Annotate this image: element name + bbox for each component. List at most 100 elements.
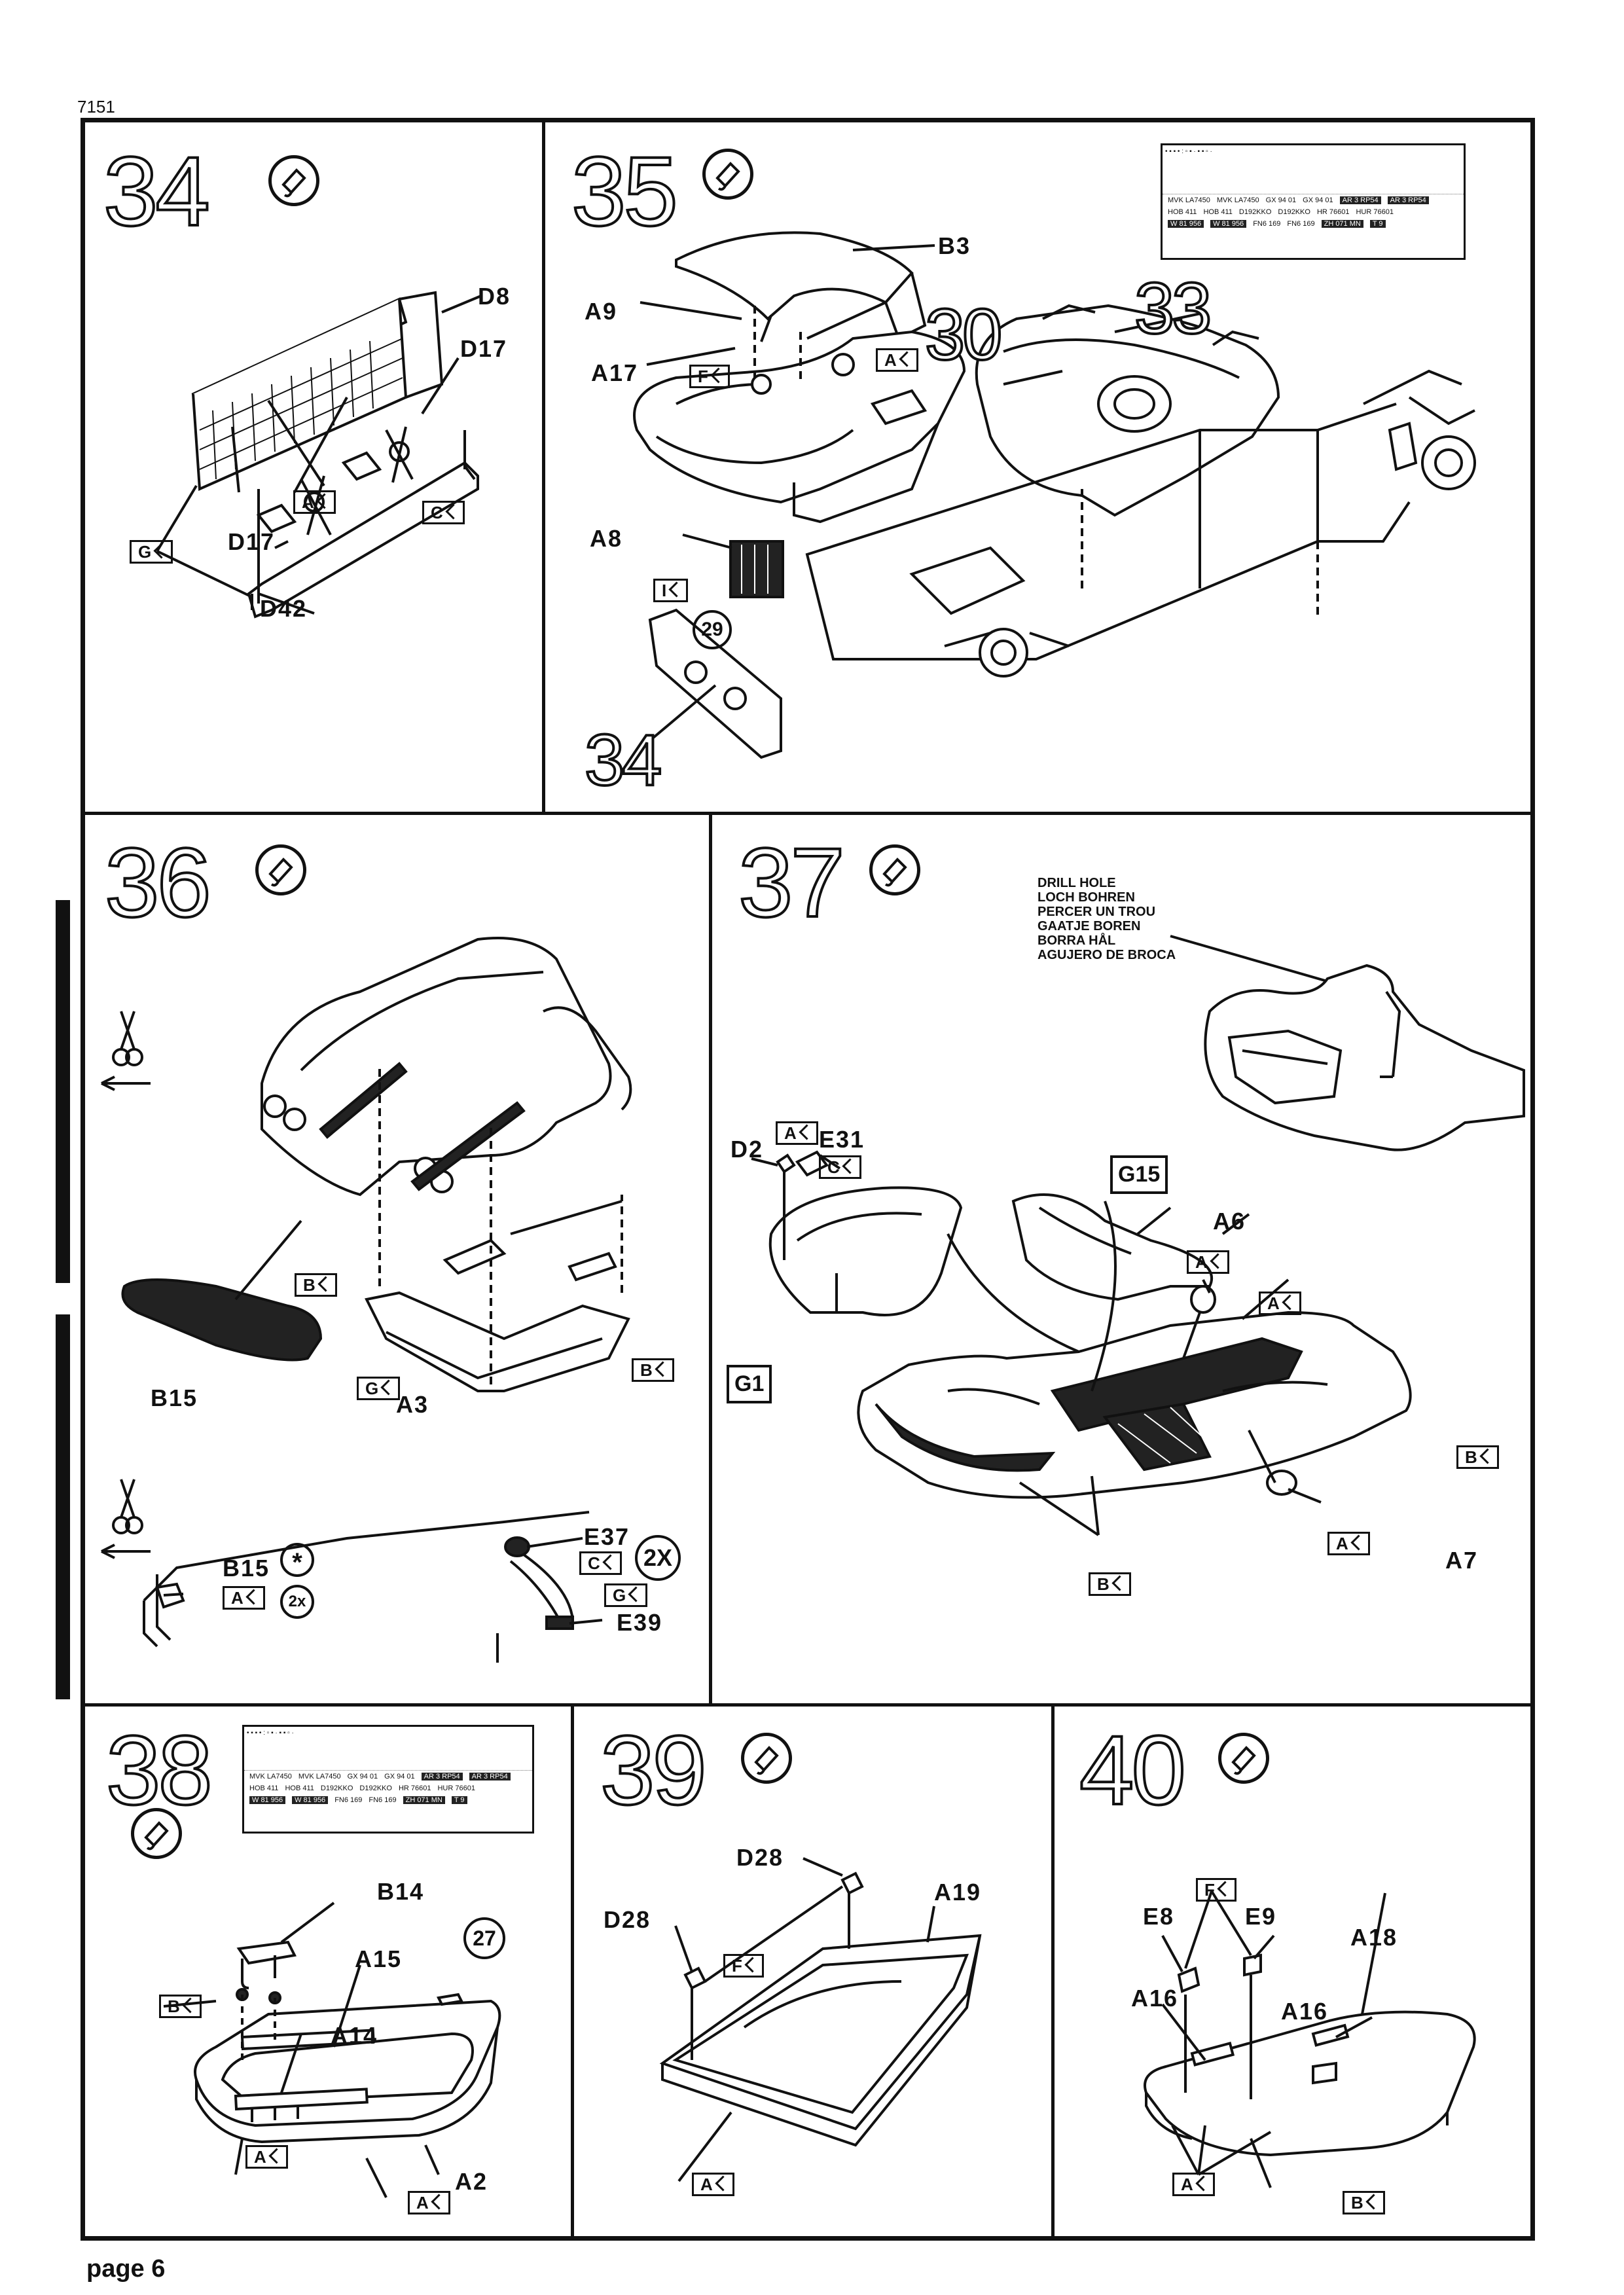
part-label-a9: A9 (585, 298, 618, 325)
page-number: page 6 (86, 2255, 166, 2283)
ref-step-33: 33 (1133, 268, 1213, 349)
sprue-tag-g: G (357, 1377, 401, 1400)
quantity-2x-badge: 2X (635, 1535, 681, 1581)
part-label-b14: B14 (377, 1878, 425, 1905)
drill-hole-instruction: DRILL HOLE LOCH BOHREN PERCER UN TROU GA… (1038, 876, 1176, 962)
part-label-e9: E9 (1245, 1903, 1277, 1930)
part-label-a14: A14 (331, 2022, 378, 2049)
sprue-tag-b: B (1089, 1572, 1131, 1596)
sprue-tag-b: B (295, 1273, 337, 1297)
step-number: 40 (1078, 1715, 1187, 1825)
part-box-g15: G15 (1110, 1155, 1168, 1194)
grid-divider (81, 812, 1535, 815)
part-label-e39: E39 (617, 1609, 663, 1636)
sprue-tag-i: I (653, 579, 689, 602)
sprue-tag-b: B (1343, 2191, 1385, 2214)
document-id: 7151 (77, 97, 115, 117)
sprue-tag-a: A (876, 348, 918, 372)
glue-icon (255, 844, 306, 895)
sprue-tag-b: B (1456, 1445, 1499, 1469)
part-label-a8: A8 (590, 525, 623, 552)
glue-icon (131, 1808, 182, 1859)
sprue-tag-b: B (159, 1995, 202, 2018)
part-label-e31: E31 (819, 1126, 865, 1153)
edge-mark-lower (56, 1314, 70, 1699)
step-37-panel: 37 DRILL HOLE LOCH BOHREN PERCER UN TROU… (712, 815, 1530, 1703)
ref-step-29: 29 (693, 610, 732, 649)
step-number: 35 (570, 136, 679, 246)
step-number: 37 (737, 827, 846, 937)
sprue-tag-a: A (1172, 2173, 1215, 2196)
glue-icon (1218, 1733, 1269, 1784)
part-box-g1: G1 (727, 1365, 772, 1403)
sprue-tag-b: B (632, 1358, 674, 1382)
sprue-tag-a: A (408, 2191, 450, 2214)
glue-icon (741, 1733, 792, 1784)
engine-cover-drawing (1144, 1890, 1476, 2188)
sprue-tag-a: A (692, 2173, 734, 2196)
sprue-tag-g: G (130, 540, 173, 564)
part-label-a7: A7 (1445, 1547, 1479, 1574)
part-label-a15: A15 (355, 1945, 403, 1972)
sprue-tag-c: C (579, 1551, 622, 1575)
sprue-tag-a: A (1187, 1250, 1229, 1274)
chassis-assembly-drawing (633, 231, 1476, 759)
scissors-icon (101, 1011, 151, 1559)
part-label-a16: A16 (1131, 1985, 1179, 2012)
grid-divider (81, 1703, 1535, 1707)
ref-step-27: 27 (463, 1917, 505, 1959)
hood-panel-drawing (659, 1857, 982, 2182)
sprue-tag-a: A (223, 1586, 265, 1610)
part-label-d17: D17 (228, 528, 276, 555)
part-label-d2: D2 (731, 1136, 764, 1163)
interior-tub-drawing (163, 1902, 501, 2198)
sprue-tag-c: C (819, 1155, 861, 1179)
part-label-d17: D17 (460, 335, 508, 362)
part-label-d42: D42 (260, 595, 308, 622)
step-number: 36 (103, 827, 213, 937)
part-label-e37: E37 (584, 1523, 630, 1550)
sprue-tag-a: A (1259, 1292, 1301, 1315)
part-label-a3: A3 (396, 1391, 429, 1418)
radiator-assembly-drawing (156, 291, 482, 619)
sprue-tag-a: A (245, 2145, 288, 2169)
edge-mark-upper (56, 900, 70, 1283)
part-label-a17: A17 (591, 359, 639, 386)
part-label-b15: B15 (151, 1384, 198, 1411)
step-36-panel: 36 (85, 815, 709, 1703)
glue-icon (268, 155, 319, 206)
sprue-tag-f: F (689, 365, 730, 388)
glue-icon (869, 844, 920, 895)
body-shell-assembly-drawing (751, 935, 1525, 1536)
grid-divider (542, 118, 545, 814)
part-label-d28: D28 (604, 1906, 651, 1933)
sprue-tag-a: A (293, 490, 336, 514)
sprue-tag-g: G (604, 1583, 648, 1607)
rear-body-assembly-drawing (101, 937, 632, 1663)
part-label-a19: A19 (934, 1879, 982, 1906)
part-label-a6: A6 (1213, 1208, 1246, 1235)
part-label-a18: A18 (1350, 1924, 1398, 1951)
part-label-a16: A16 (1281, 1998, 1329, 2025)
step-number: 39 (599, 1715, 708, 1825)
sprue-tag-f: F (1196, 1878, 1236, 1902)
grid-divider (709, 812, 712, 1705)
ref-step-34: 34 (583, 720, 663, 801)
step-39-panel: 39 D28 D28 A19 F A (574, 1707, 1051, 2238)
sprue-tag-a: A (1327, 1532, 1370, 1555)
asterisk-badge: * (280, 1543, 314, 1577)
grid-divider (1051, 1703, 1055, 2240)
part-label-a2: A2 (455, 2168, 488, 2195)
glue-icon (702, 149, 753, 200)
page-frame (81, 118, 1535, 2241)
quantity-2x-badge: 2x (280, 1585, 314, 1619)
